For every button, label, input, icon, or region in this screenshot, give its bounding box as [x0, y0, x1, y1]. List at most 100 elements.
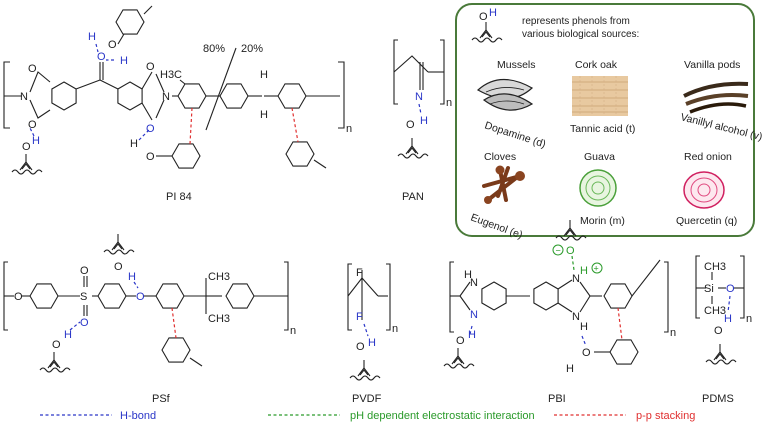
- source-name-mussels: Mussels: [497, 59, 536, 71]
- psf-top-h: H: [128, 271, 136, 283]
- pdms-phenol-o: O: [714, 325, 723, 337]
- svg-text:−: −: [556, 246, 561, 256]
- pan-h: H: [420, 115, 428, 127]
- red-onion-image: [683, 171, 725, 209]
- pbi-ring-3: [603, 283, 633, 309]
- pbi-top-o: O: [566, 245, 575, 257]
- pvdf-f2: F: [356, 311, 363, 323]
- psf-o2: O: [80, 265, 89, 277]
- pi84-ratio-right: 20%: [241, 43, 263, 55]
- inset-o: O: [479, 11, 488, 23]
- pi84-right-bracket: [338, 61, 345, 129]
- source-compound-quercetin: Quercetin (q): [676, 215, 737, 227]
- pdms-phenol: [705, 343, 737, 365]
- psf-top-o: O: [114, 261, 123, 273]
- psf-top-phenol: [103, 233, 135, 255]
- pdms-ch3-top: CH3: [704, 261, 726, 273]
- pbi-n: n: [670, 327, 676, 339]
- pi84-o3: O: [146, 61, 155, 73]
- pi84-pp-2: [291, 107, 299, 143]
- pvdf-structure: F F H O n PVDF: [347, 263, 398, 405]
- pan-label: PAN: [402, 191, 424, 203]
- pvdf-h: H: [368, 337, 376, 349]
- pi84-ring-4: [219, 83, 249, 109]
- pi84-ring-5: [277, 83, 307, 109]
- pbi-n4: N: [572, 311, 580, 323]
- psf-ring-1: [29, 283, 59, 309]
- psf-label: PSf: [152, 393, 171, 405]
- psf-hb-2: [69, 321, 81, 331]
- source-name-red-onion: Red onion: [684, 151, 732, 163]
- bio-sources-inset: O H represents phenols from various biol…: [455, 3, 763, 241]
- guava-image: [579, 169, 617, 207]
- source-compound-tannic: Tannic acid (t): [570, 123, 635, 135]
- pi84-ring-1: [51, 81, 77, 111]
- pi84-label: PI 84: [166, 191, 192, 203]
- pi84-h3c: H3C: [160, 69, 182, 81]
- pbi-stack-o: O: [582, 347, 591, 359]
- legend: H-bond pH dependent electrostatic intera…: [40, 410, 695, 422]
- pi84-o1: O: [28, 63, 37, 75]
- pdms-o: O: [726, 283, 735, 295]
- psf-hb-1: [133, 281, 139, 289]
- psf-o1: O: [14, 291, 23, 303]
- pi84-n1: N: [20, 91, 28, 103]
- pi84-left-h: H: [32, 135, 40, 147]
- pdms-h: H: [724, 313, 732, 325]
- pi84-cat-h2: H: [88, 31, 96, 43]
- pi84-ratio-left: 80%: [203, 43, 225, 55]
- psf-ch3-top: CH3: [208, 271, 230, 283]
- source-compound-morin: Morin (m): [580, 215, 625, 227]
- pi84-pp-1: [189, 107, 193, 145]
- svg-text:+: +: [594, 264, 599, 274]
- pvdf-phenol: [349, 359, 381, 381]
- pi84-n2: N: [162, 91, 170, 103]
- pbi-n4-h: H: [580, 321, 588, 333]
- pbi-pp: [617, 307, 623, 341]
- pbi-benz-1: [481, 281, 507, 311]
- pbi-stack-h: H: [566, 363, 574, 375]
- pi84-left-bracket: [3, 61, 10, 129]
- psf-ch3-bottom: CH3: [208, 313, 230, 325]
- pdms-label: PDMS: [702, 393, 734, 405]
- pi84-hb-2: [95, 43, 99, 53]
- psf-n: n: [290, 325, 296, 337]
- pbi-structure: H N N N H + N H n − O O H O H: [443, 219, 676, 405]
- pbi-stack-ring: [609, 339, 639, 365]
- pi84-o4: O: [146, 123, 155, 135]
- legend-electrostatic-label: pH dependent electrostatic interaction: [350, 410, 535, 422]
- pbi-hb-2: [581, 335, 587, 347]
- pi84-cat-o: O: [108, 39, 117, 51]
- pdms-hb: [727, 295, 731, 313]
- pi84-hb-1: [138, 129, 150, 141]
- legend-stacking-label: p-p stacking: [636, 410, 695, 422]
- pan-hb: [418, 103, 422, 115]
- mussels-image: [476, 78, 534, 111]
- psf-ring-2: [97, 283, 127, 309]
- pbi-left-o: O: [456, 335, 465, 347]
- pvdf-o: O: [356, 341, 365, 353]
- pdms-structure: Si CH3 CH3 O n H O PDMS: [695, 255, 752, 405]
- psf-structure: O S O O O CH3 CH3 n O H O H: [3, 233, 296, 405]
- pi84-phenol-h: H: [130, 138, 138, 150]
- cork-oak-image: [572, 76, 628, 116]
- psf-bottom-h: H: [64, 329, 72, 341]
- pbi-label: PBI: [548, 393, 566, 405]
- pi84-h-bottom: H: [260, 109, 268, 121]
- psf-ring-3: [155, 283, 185, 309]
- pi84-phenol-fragment: [11, 153, 43, 175]
- pvdf-label: PVDF: [352, 393, 382, 405]
- source-name-cloves: Cloves: [484, 151, 516, 163]
- psf-bottom-phenol: [39, 351, 71, 373]
- source-name-vanilla: Vanilla pods: [684, 59, 740, 71]
- pdms-si: Si: [704, 283, 714, 295]
- inset-h: H: [489, 7, 497, 19]
- inset-caption-1: represents phenols from: [522, 16, 630, 27]
- pbi-left-h: H: [468, 329, 476, 341]
- legend-hbond-label: H-bond: [120, 410, 156, 422]
- pan-phenol-fragment: [397, 137, 429, 159]
- pdms-ch3-bottom: CH3: [704, 305, 726, 317]
- pvdf-n: n: [392, 323, 398, 335]
- pvdf-f1: F: [356, 267, 363, 279]
- cloves-image: [482, 165, 525, 204]
